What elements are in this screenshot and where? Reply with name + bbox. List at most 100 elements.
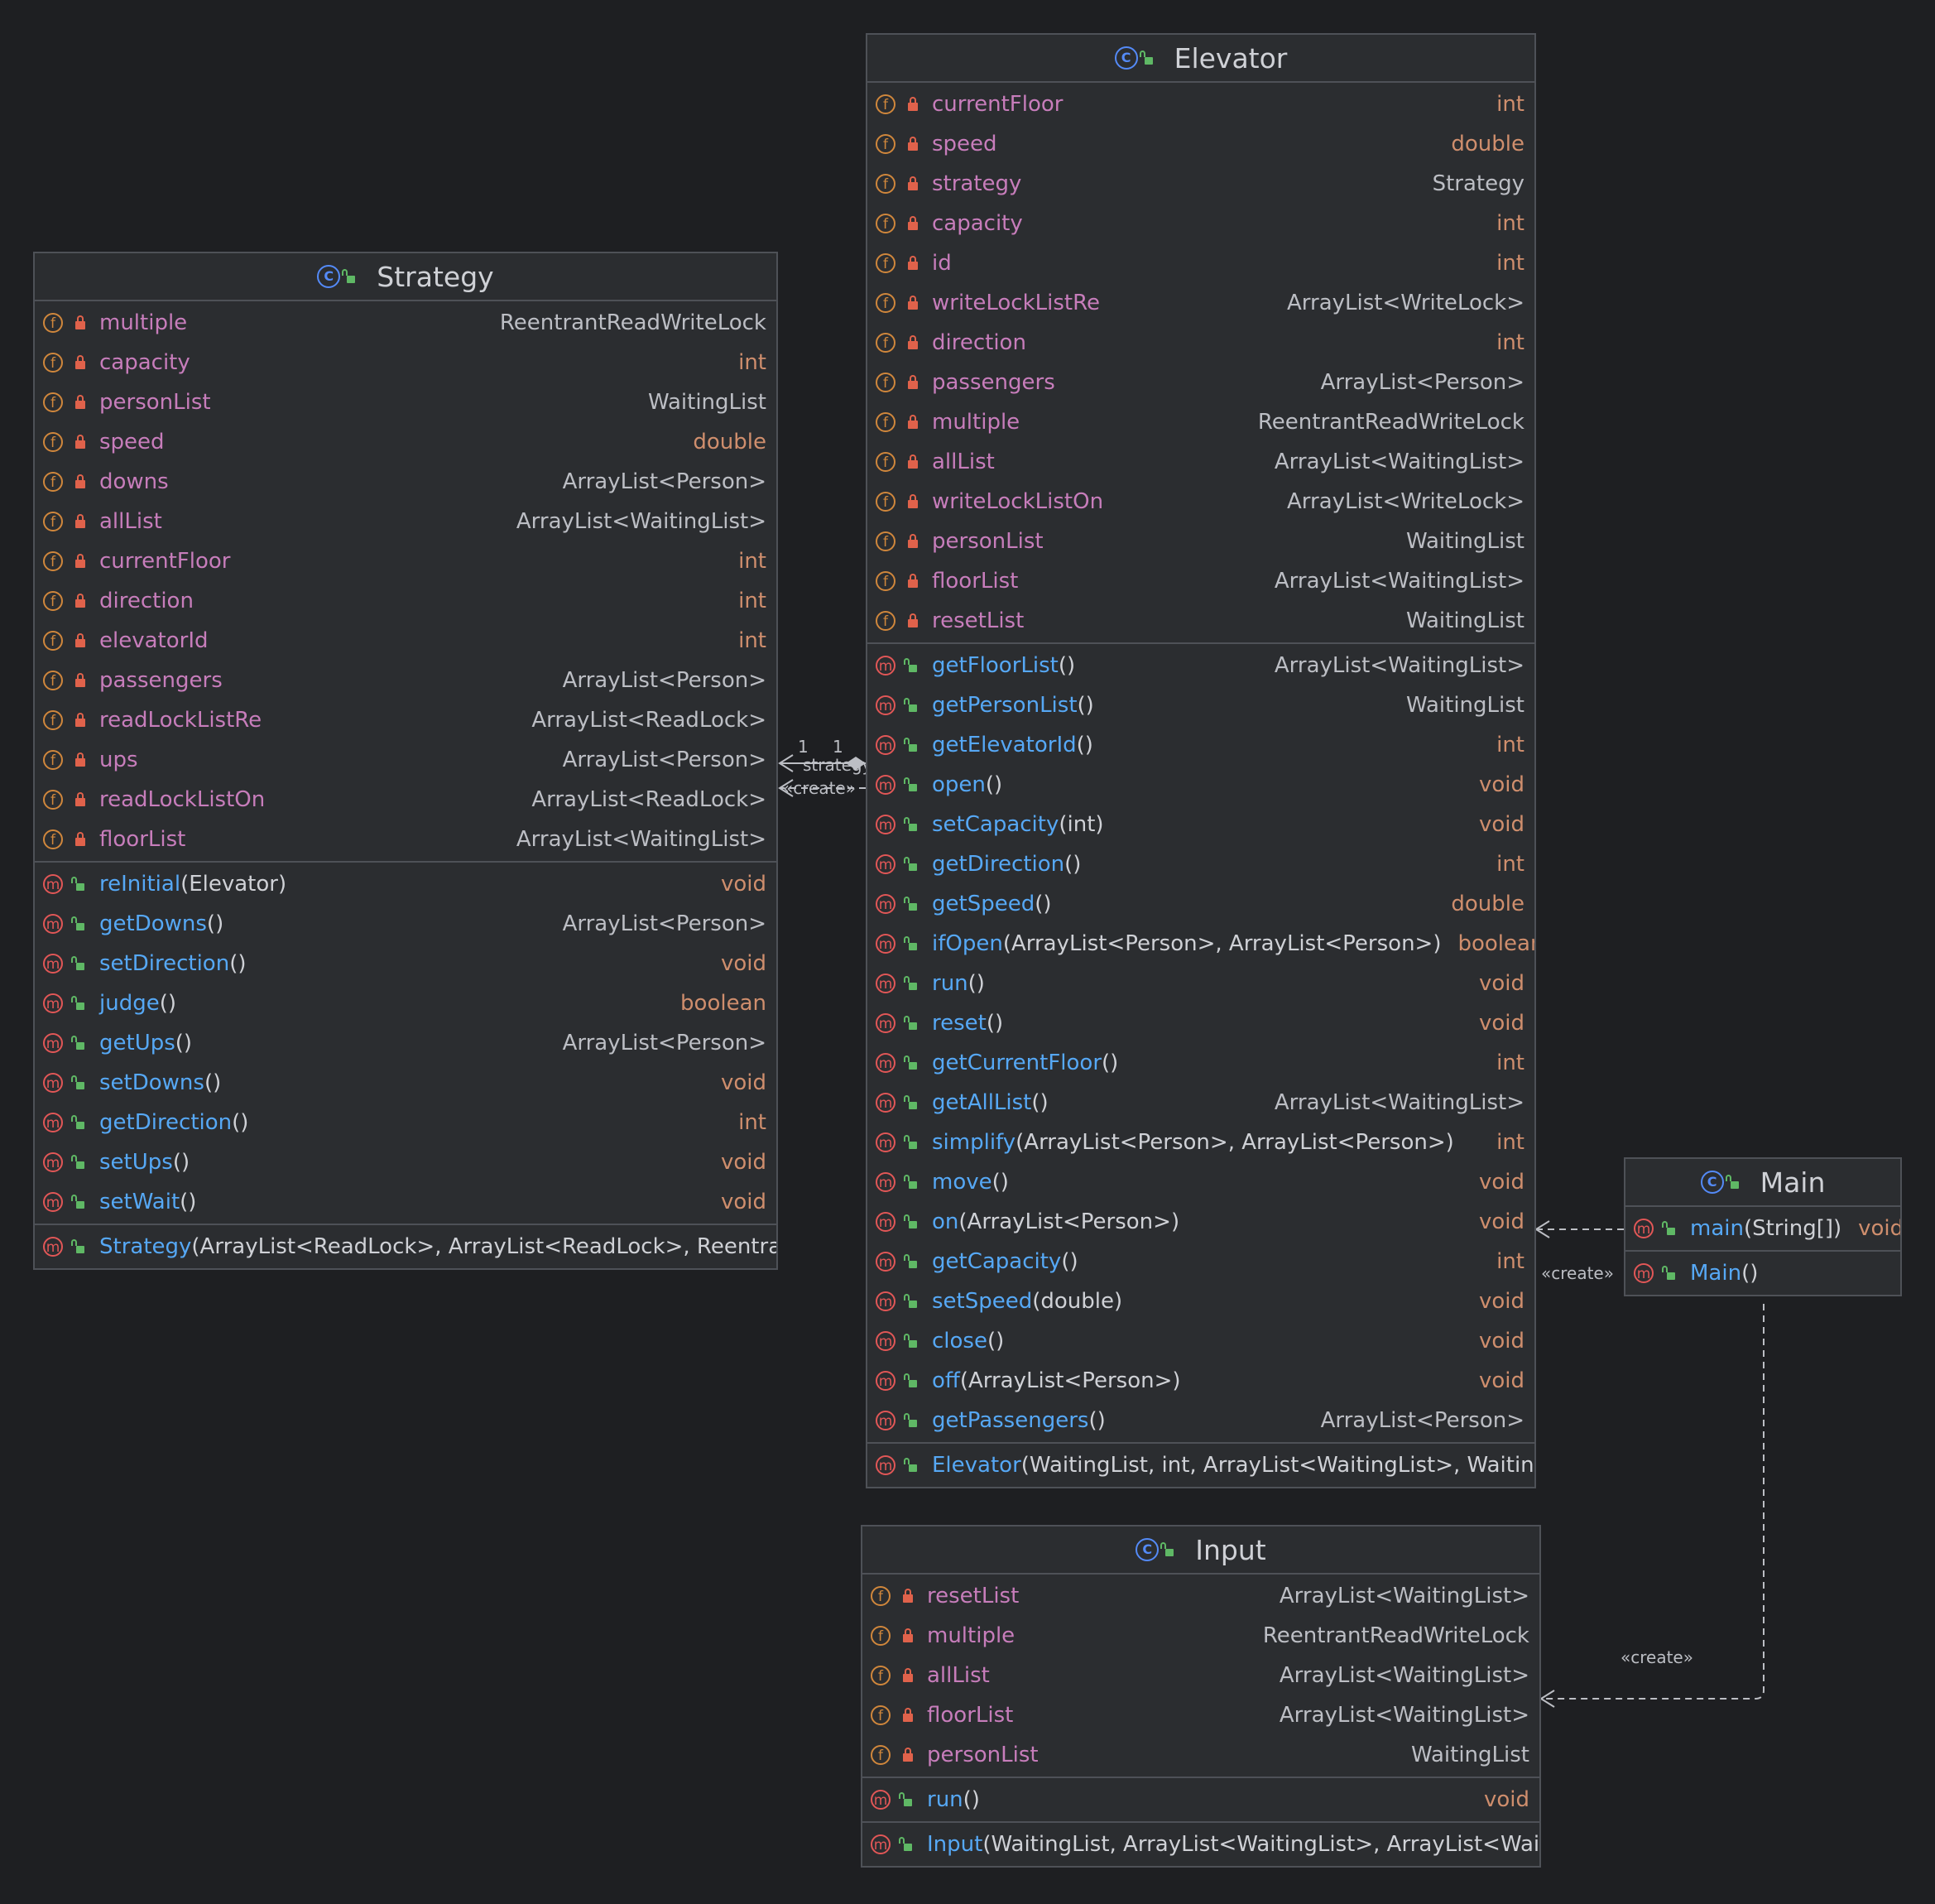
lock-icon-wrap <box>71 673 89 687</box>
field-name: direction <box>932 330 1026 355</box>
lock-open-icon <box>904 816 917 831</box>
lock-open-icon-wrap <box>71 1194 89 1209</box>
method-params: () <box>175 1031 193 1055</box>
method-params: () <box>987 1329 1005 1353</box>
method-signature: setWait() <box>99 1190 196 1214</box>
composition-mult-source: 1 <box>798 737 809 757</box>
lock-open-icon <box>904 1134 917 1149</box>
method-m-icon: m <box>876 815 895 834</box>
return-type: void <box>1478 812 1524 837</box>
field-name-text: strategy <box>932 171 1022 196</box>
lock-open-icon <box>904 896 917 911</box>
field-f-icon: f <box>43 829 63 849</box>
lock-icon <box>75 554 85 568</box>
method-params: () <box>1102 1051 1119 1075</box>
lock-icon-wrap <box>904 534 922 548</box>
method-signature: getDirection() <box>99 1110 248 1135</box>
field-type: ArrayList<WaitingList> <box>516 509 766 534</box>
lock-open-icon-wrap <box>71 1154 89 1169</box>
lock-icon-wrap <box>71 792 89 806</box>
method-name: getDirection <box>932 852 1065 877</box>
